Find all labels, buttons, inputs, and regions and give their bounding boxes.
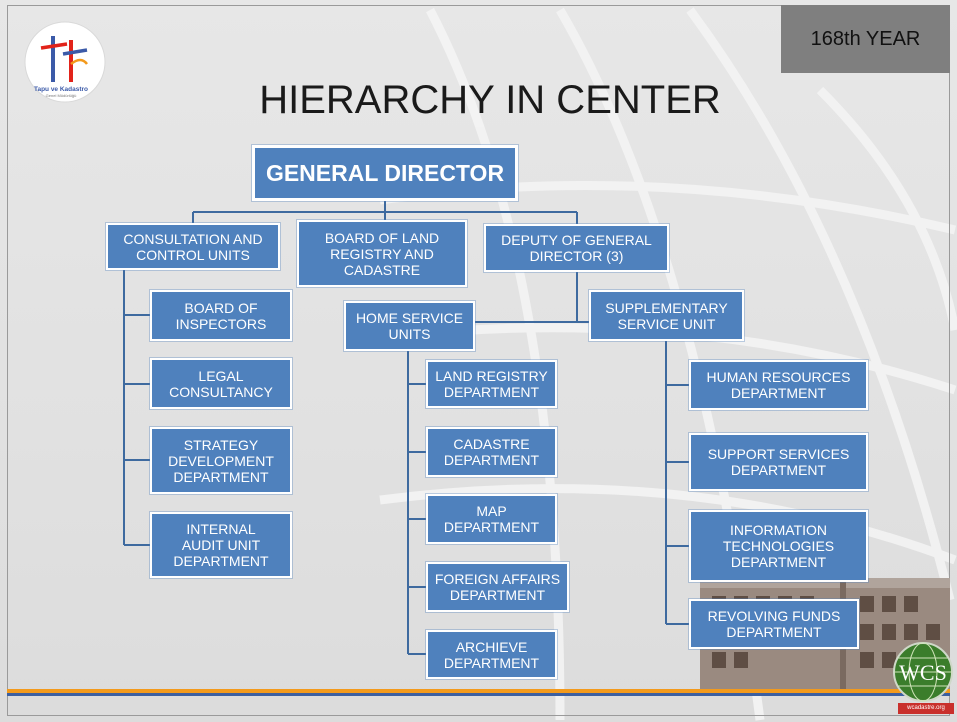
- node-revolving-funds-dept: REVOLVING FUNDS DEPARTMENT: [689, 599, 859, 649]
- slide-frame: [7, 5, 950, 716]
- page-title: HIERARCHY IN CENTER: [259, 78, 721, 122]
- node-general-director: GENERAL DIRECTOR: [252, 145, 518, 201]
- node-legal-consultancy: LEGAL CONSULTANCY: [150, 358, 292, 409]
- logo-subtitle: Genel Müdürlüğü: [45, 93, 77, 98]
- node-consultation-units: CONSULTATION AND CONTROL UNITS: [106, 223, 280, 270]
- bottom-accent-bar-blue: [7, 693, 950, 696]
- node-supplementary-service-unit: SUPPLEMENTARY SERVICE UNIT: [589, 290, 744, 341]
- node-map-dept: MAP DEPARTMENT: [426, 494, 557, 544]
- node-internal-audit: INTERNAL AUDIT UNIT DEPARTMENT: [150, 512, 292, 578]
- wcs-logo-text: WCS: [899, 660, 947, 685]
- node-home-service-units: HOME SERVICE UNITS: [344, 301, 475, 351]
- node-foreign-affairs-dept: FOREIGN AFFAIRS DEPARTMENT: [426, 562, 569, 612]
- node-cadastre-dept: CADASTRE DEPARTMENT: [426, 427, 557, 477]
- node-deputy-general-director: DEPUTY OF GENERAL DIRECTOR (3): [484, 224, 669, 272]
- node-board-land-registry: BOARD OF LAND REGISTRY AND CADASTRE: [297, 220, 467, 287]
- node-support-services-dept: SUPPORT SERVICES DEPARTMENT: [689, 433, 868, 491]
- node-human-resources-dept: HUMAN RESOURCES DEPARTMENT: [689, 360, 868, 410]
- node-archieve-dept: ARCHIEVE DEPARTMENT: [426, 630, 557, 679]
- node-land-registry-dept: LAND REGISTRY DEPARTMENT: [426, 360, 557, 408]
- logo-name: Tapu ve Kadastro: [33, 86, 89, 93]
- year-badge: 168th YEAR: [781, 5, 950, 73]
- node-board-of-inspectors: BOARD OF INSPECTORS: [150, 290, 292, 341]
- logo-icon: [24, 21, 106, 103]
- bottom-accent-bar: [7, 689, 950, 693]
- wcs-logo: WCS: [893, 642, 953, 702]
- node-strategy-development: STRATEGY DEVELOPMENT DEPARTMENT: [150, 427, 292, 494]
- wcs-url: wcadastre.org: [898, 703, 954, 714]
- node-information-technologies-dept: INFORMATION TECHNOLOGIES DEPARTMENT: [689, 510, 868, 582]
